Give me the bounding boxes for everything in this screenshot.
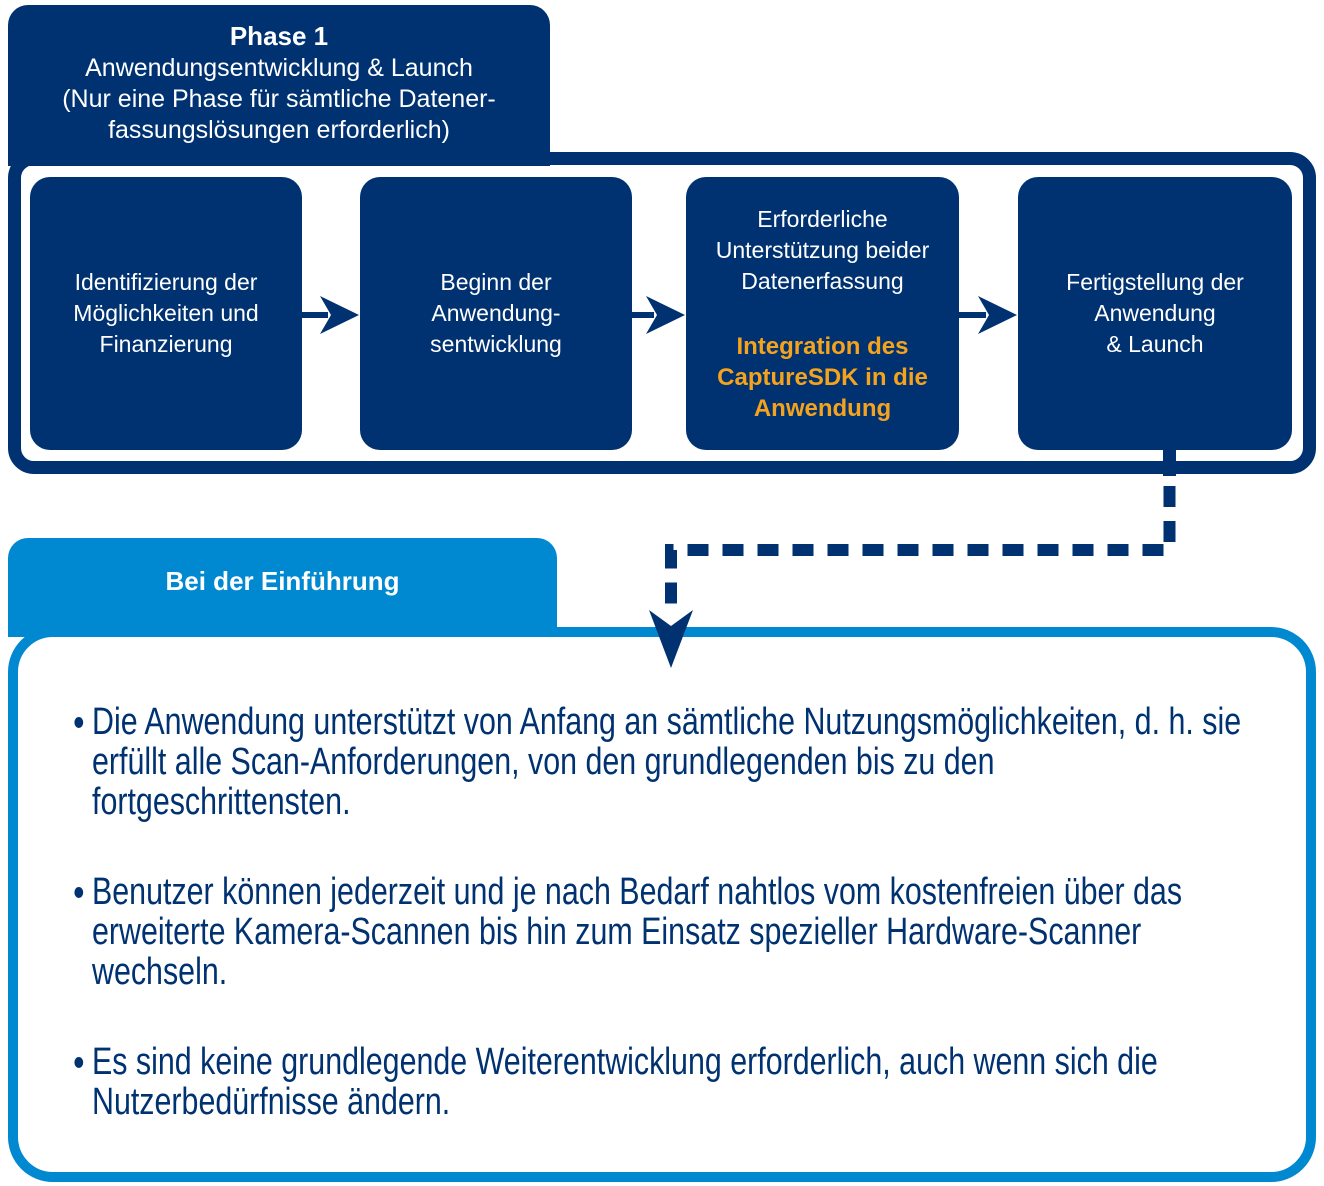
- bullet-item-3: Es sind keine grundlegende Weiterentwick…: [74, 1042, 1260, 1122]
- step-box-unterstuetzung-label: Erforderliche Unterstützung beider Daten…: [715, 205, 930, 294]
- step-box-fertigstellung: Fertigstellung der Anwendung & Launch: [1018, 177, 1292, 450]
- bullet-list: Die Anwendung unterstützt von Anfang an …: [74, 702, 1260, 1172]
- dashed-connector: [665, 486, 1176, 604]
- step-box-capturesdk-highlight: Integration des CaptureSDK in die Anwend…: [717, 332, 928, 422]
- phase1-title: Phase 1: [229, 21, 329, 51]
- rollout-tab: Bei der Einführung: [8, 538, 557, 637]
- bullet-item-1: Die Anwendung unterstützt von Anfang an …: [74, 702, 1260, 822]
- step-box-unterstuetzung: Erforderliche Unterstützung beider Daten…: [686, 177, 959, 450]
- bullet-item-2: Benutzer können jederzeit und je nach Be…: [74, 872, 1260, 992]
- phase1-tab: Phase 1 Anwendungsentwicklung & Launch (…: [8, 5, 550, 166]
- phase1-subtitle: Anwendungsentwicklung & Launch (Nur eine…: [62, 54, 496, 144]
- step-box-beginn-entwicklung: Beginn der Anwendung- sentwicklung: [360, 177, 632, 450]
- step-box-identifizierung: Identifizierung der Möglichkeiten und Fi…: [30, 177, 302, 450]
- rollout-tab-label: Bei der Einführung: [165, 566, 400, 596]
